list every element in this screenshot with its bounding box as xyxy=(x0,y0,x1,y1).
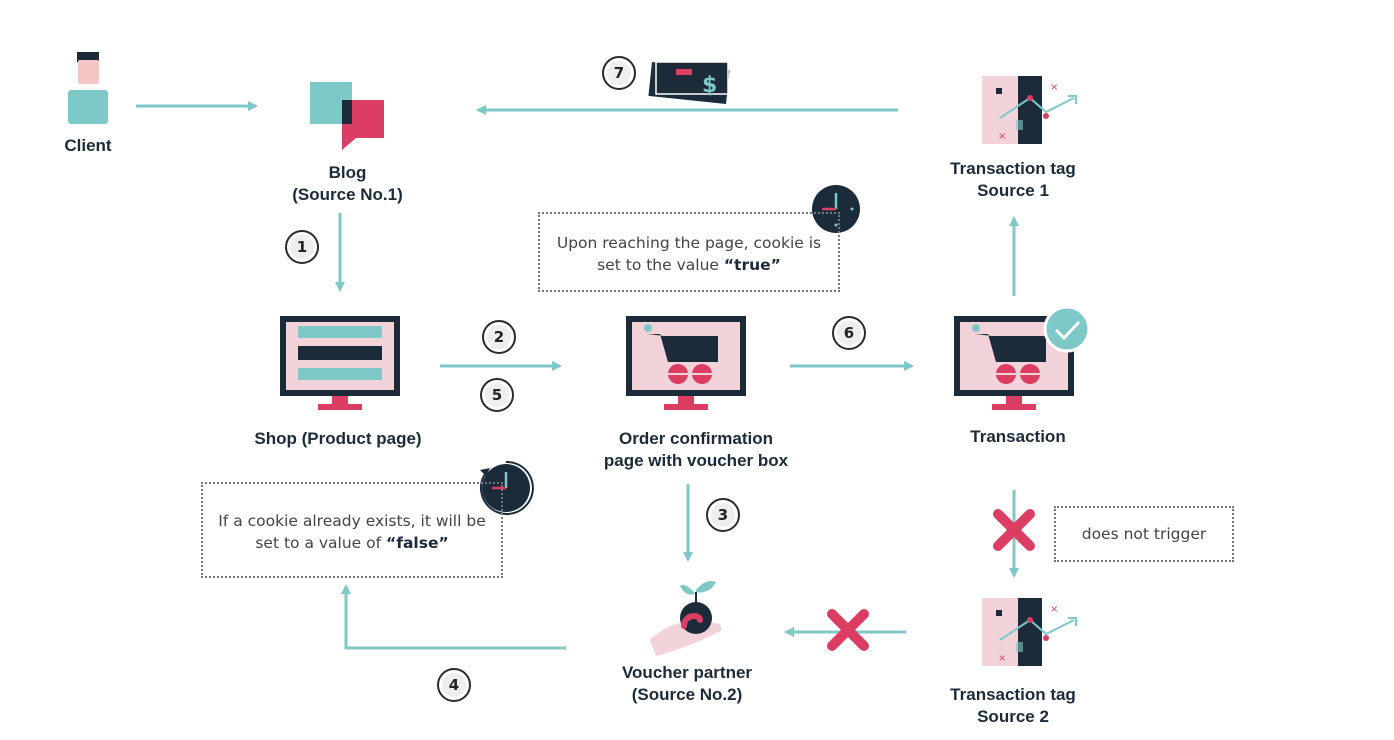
client-person-icon xyxy=(68,52,108,124)
blog-label-line1: Blog xyxy=(328,163,367,182)
cookie-true-text: Upon reaching the page, cookie is set to… xyxy=(556,234,822,274)
svg-text:×: × xyxy=(1050,82,1058,93)
tag2-label: Transaction tag Source 2 xyxy=(920,684,1106,728)
svg-text:$: $ xyxy=(702,73,717,98)
checkmark-icon xyxy=(1043,305,1091,353)
shop-label: Shop (Product page) xyxy=(254,429,422,448)
client-label: Client xyxy=(64,136,112,155)
step-3-badge: 3 xyxy=(706,498,740,532)
tag2-label-line1: Transaction tag xyxy=(950,685,1076,704)
no-trigger-text: does not trigger xyxy=(1081,525,1207,543)
transaction-label: Transaction xyxy=(970,427,1066,446)
tag1-label-line1: Transaction tag xyxy=(950,159,1076,178)
order-label-line1: Order confirmation xyxy=(619,429,773,448)
cookie-false-value: “false” xyxy=(386,534,449,552)
step-5-badge: 5 xyxy=(480,378,514,412)
cookie-true-value: “true” xyxy=(723,256,781,274)
tag1-label-line2: Source 1 xyxy=(977,181,1049,200)
blog-label-line2: (Source No.1) xyxy=(292,185,403,204)
voucher-label: Voucher partner (Source No.2) xyxy=(592,662,782,706)
voucher-partner-hand-plant-icon xyxy=(650,580,722,656)
shop-monitor-icon xyxy=(280,316,400,410)
voucher-label-line2: (Source No.2) xyxy=(631,685,743,704)
transaction-tag-icon-1: × × xyxy=(982,76,1077,144)
step-4-badge: 4 xyxy=(437,668,471,702)
blog-label: Blog (Source No.1) xyxy=(260,162,435,206)
step-2-badge: 2 xyxy=(482,320,516,354)
step-6-badge: 6 xyxy=(832,316,866,350)
blog-chat-icon xyxy=(310,82,384,150)
blocked-x-icon-transaction xyxy=(993,509,1035,551)
order-label: Order confirmation page with voucher box xyxy=(576,428,816,472)
svg-text:×: × xyxy=(998,653,1006,664)
no-trigger-note: does not trigger xyxy=(1054,506,1234,562)
cookie-false-note: If a cookie already exists, it will be s… xyxy=(201,482,503,578)
clock-reset-icon xyxy=(479,460,534,515)
cookie-true-note: Upon reaching the page, cookie is set to… xyxy=(538,212,840,292)
voucher-label-line1: Voucher partner xyxy=(621,663,753,682)
cookie-false-text: If a cookie already exists, it will be s… xyxy=(218,512,486,552)
svg-text:×: × xyxy=(1050,604,1058,615)
blocked-x-icon-voucher xyxy=(827,609,869,651)
clock-icon xyxy=(812,185,860,233)
transaction-tag-icon-2: × × xyxy=(982,598,1077,666)
svg-text:×: × xyxy=(998,131,1006,142)
arrow-voucher-to-cookie-note xyxy=(341,584,566,650)
tag1-label: Transaction tag Source 1 xyxy=(920,158,1106,202)
money-icon: $ xyxy=(648,61,730,104)
step-1-badge: 1 xyxy=(285,230,319,264)
tag2-label-line2: Source 2 xyxy=(977,707,1049,726)
order-monitor-cart-icon xyxy=(626,316,746,410)
order-label-line2: page with voucher box xyxy=(603,451,789,470)
step-7-badge: 7 xyxy=(602,56,636,90)
